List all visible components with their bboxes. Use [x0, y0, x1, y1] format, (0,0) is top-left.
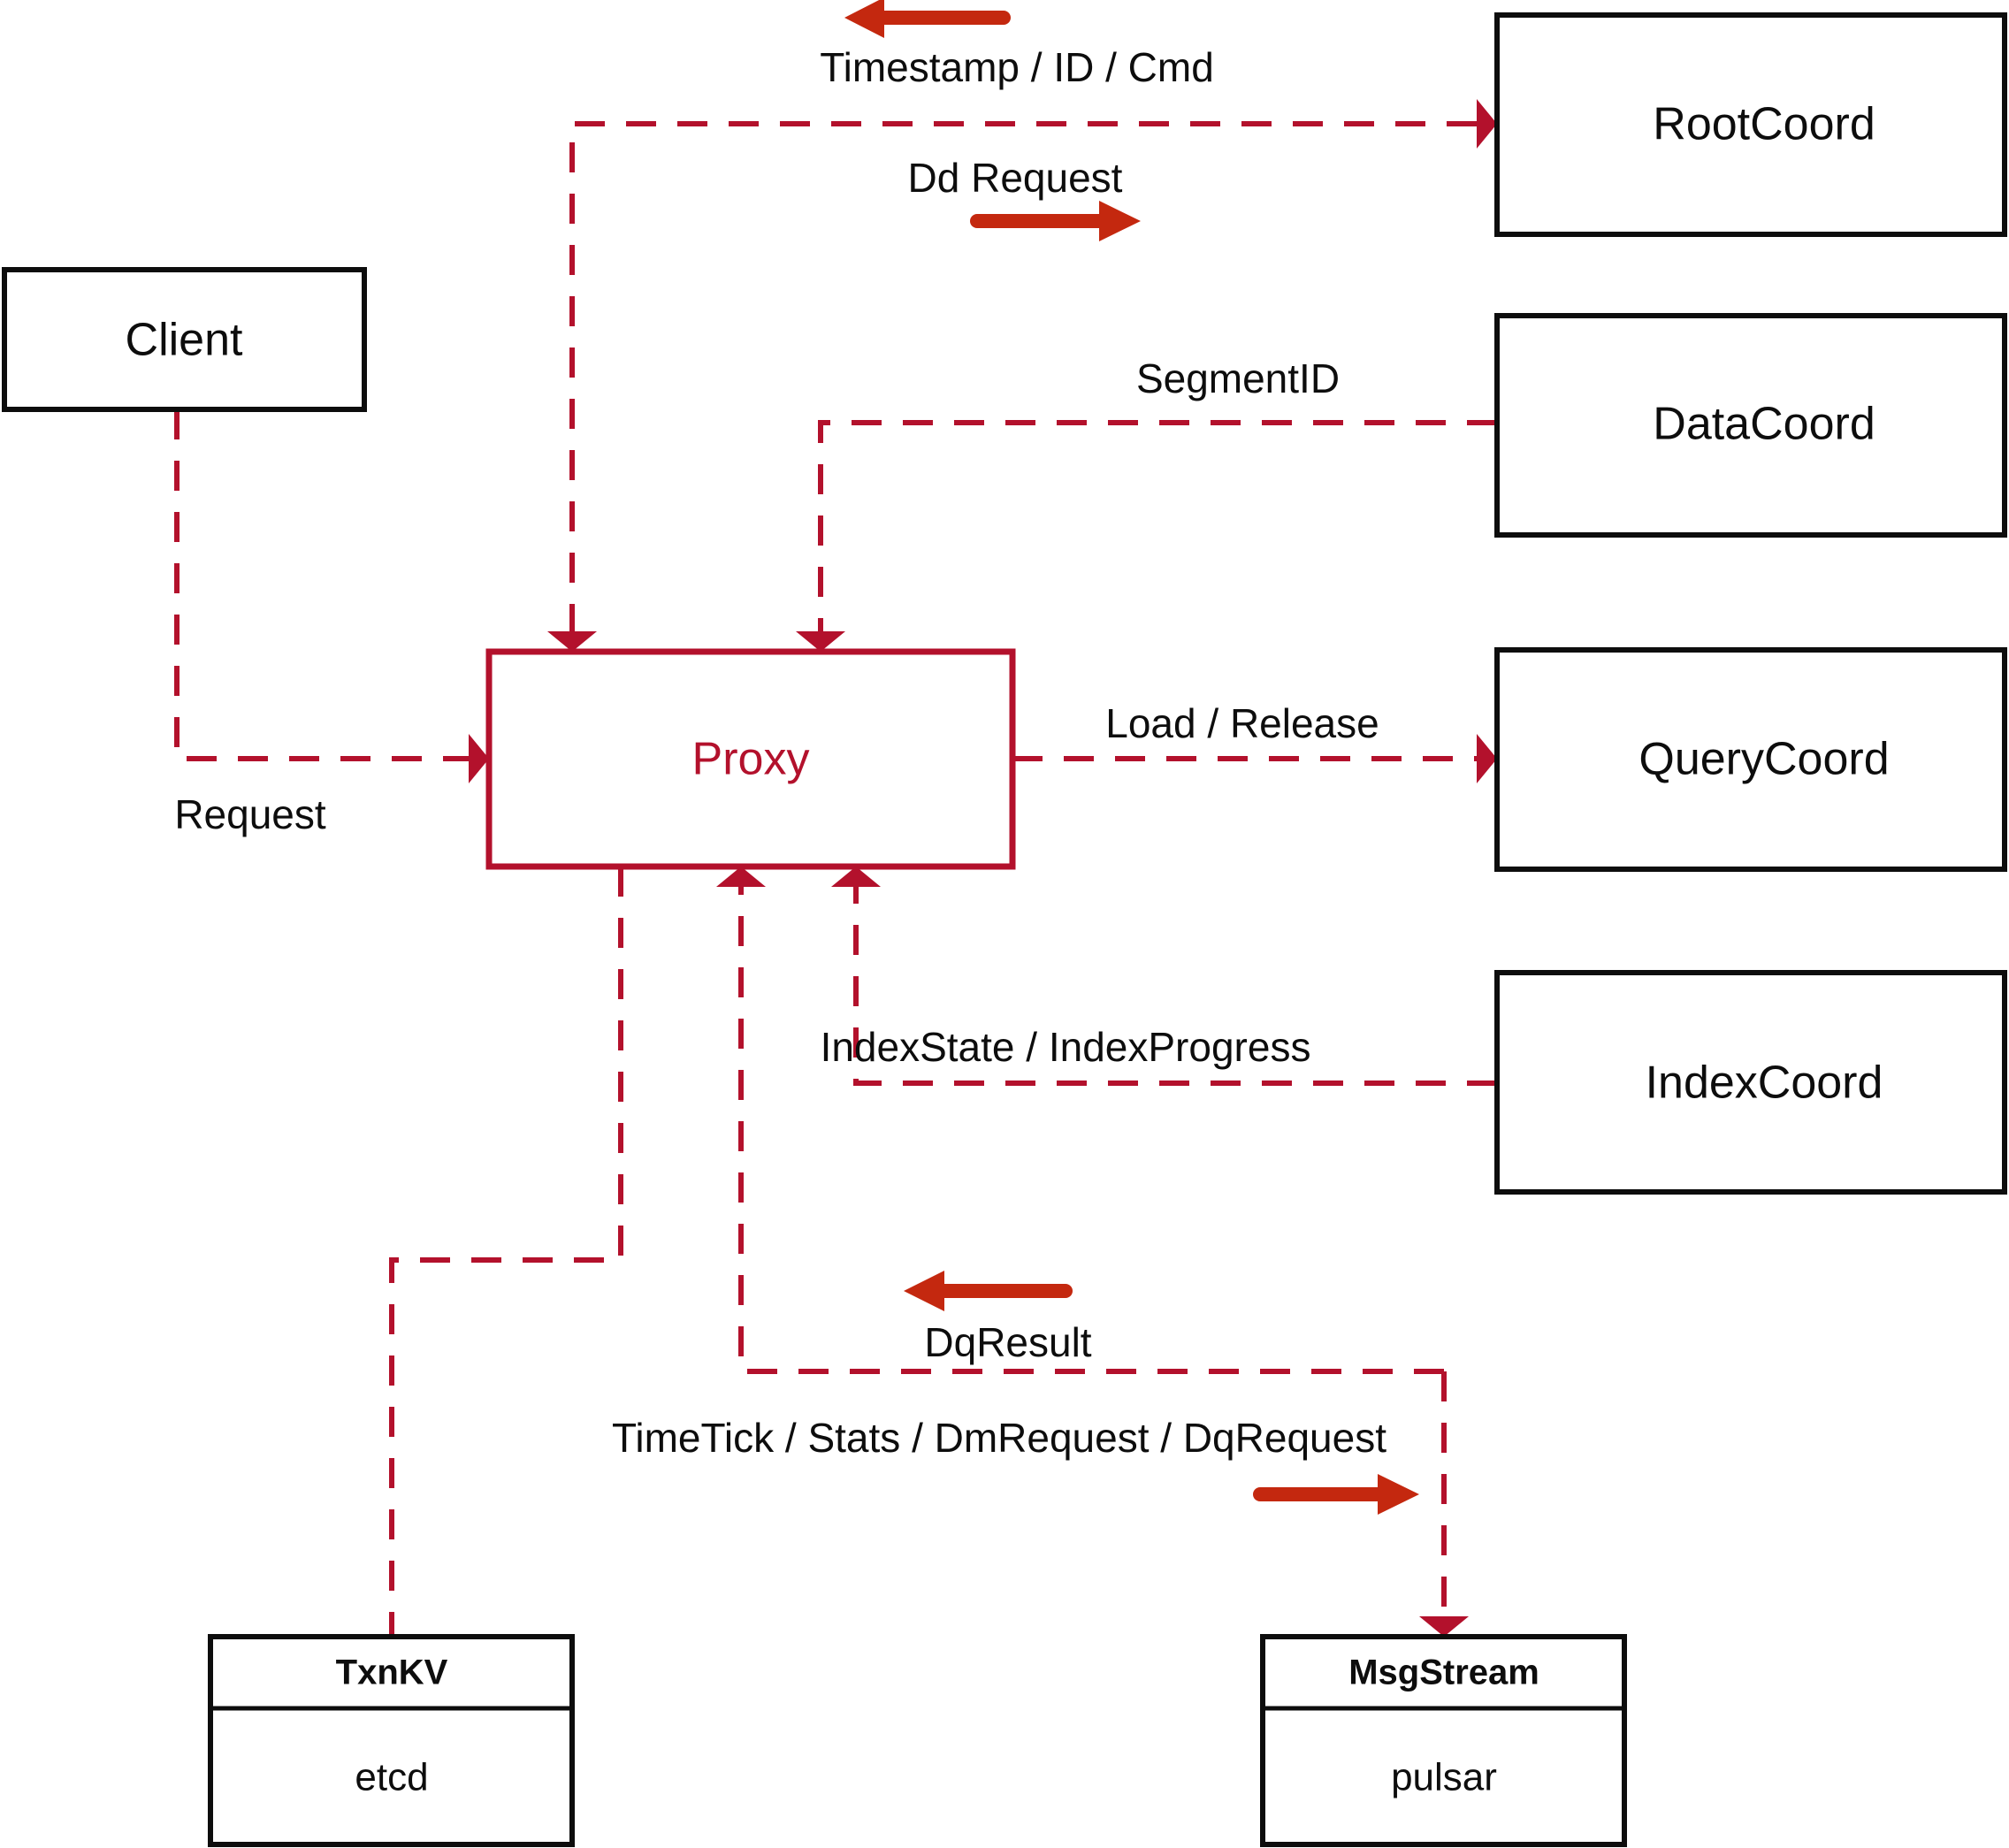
edge-msgstream-arrowhead: [1419, 1616, 1469, 1637]
node-query-coord-label: QueryCoord: [1639, 734, 1889, 785]
node-proxy-label: Proxy: [692, 734, 810, 785]
direction-arrow-timestamp: [844, 0, 1011, 38]
edge-label-index-state: IndexState / IndexProgress: [821, 1024, 1311, 1070]
direction-arrow-dd-request: [970, 201, 1141, 241]
node-index-coord-label: IndexCoord: [1646, 1058, 1883, 1109]
node-data-coord-label: DataCoord: [1653, 399, 1875, 450]
node-msgstream-label: MsgStream: [1348, 1653, 1539, 1692]
edge-client-request-line: [174, 409, 469, 761]
node-data-coord[interactable]: DataCoord: [1494, 313, 2007, 538]
node-index-coord[interactable]: IndexCoord: [1494, 970, 2007, 1195]
edge-index-state-line: [853, 887, 1497, 1086]
edge-label-client-request: Request: [174, 791, 326, 837]
edge-label-load-release: Load / Release: [1105, 700, 1379, 746]
edge-label-timestamp-id-cmd: Timestamp / ID / Cmd: [820, 44, 1214, 90]
edge-segment-id-line: [818, 420, 1497, 631]
edge-label-dq-result: DqResult: [924, 1319, 1091, 1365]
node-proxy[interactable]: Proxy: [485, 648, 1016, 870]
edge-root-coord-arrowhead: [1477, 99, 1497, 149]
node-txnkv-impl: etcd: [355, 1756, 428, 1799]
node-root-coord-label: RootCoord: [1653, 99, 1875, 150]
node-msgstream[interactable]: MsgStream pulsar: [1260, 1634, 1627, 1847]
edge-dd-request-line: [569, 121, 1477, 631]
edge-label-dd-request: Dd Request: [908, 155, 1123, 201]
node-client-label: Client: [126, 315, 243, 366]
node-msgstream-impl: pulsar: [1391, 1756, 1497, 1799]
edge-dq-result-arrowhead: [716, 867, 766, 887]
edge-index-state-arrowhead: [831, 867, 881, 887]
edge-load-release-arrowhead: [1477, 734, 1497, 783]
direction-arrow-msgstream: [1253, 1474, 1419, 1515]
edge-dd-request-arrowhead: [547, 631, 597, 652]
node-txnkv[interactable]: TxnKV etcd: [208, 1634, 575, 1847]
edge-label-msgstream-request: TimeTick / Stats / DmRequest / DqRequest: [612, 1415, 1386, 1461]
node-root-coord[interactable]: RootCoord: [1494, 12, 2007, 237]
edge-segment-id-arrowhead: [796, 631, 845, 652]
edge-client-request-arrowhead: [469, 734, 489, 783]
edge-label-segment-id: SegmentID: [1136, 355, 1340, 401]
edge-dq-result-line: [738, 887, 1444, 1374]
node-client[interactable]: Client: [2, 267, 367, 412]
direction-arrow-dq-result: [904, 1271, 1073, 1311]
node-txnkv-label: TxnKV: [336, 1653, 448, 1692]
edge-txnkv-line: [389, 867, 623, 1637]
node-query-coord[interactable]: QueryCoord: [1494, 647, 2007, 872]
